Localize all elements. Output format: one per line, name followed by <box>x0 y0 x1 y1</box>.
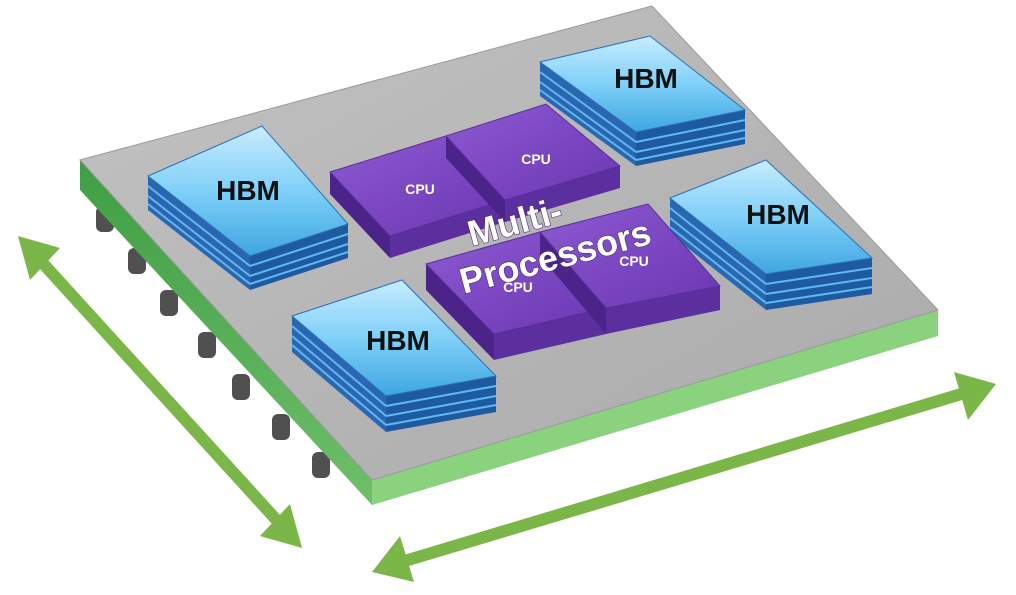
dimension-arrow-left <box>18 236 302 548</box>
cpu-die-bottom-right: CPU <box>539 203 721 334</box>
hbm-label: HBM <box>614 63 678 94</box>
hbm-label: HBM <box>216 175 280 206</box>
substrate-front-side <box>372 310 938 505</box>
cpu-label: CPU <box>619 253 649 269</box>
cpu-label: CPU <box>521 151 551 167</box>
cpu-label: CPU <box>405 181 435 197</box>
hbm-stack-bottom-left: HBM <box>290 279 498 432</box>
cpu-die-top-right: CPU <box>445 103 622 222</box>
dimension-arrow-bottom <box>372 372 996 582</box>
solder-balls <box>96 206 330 478</box>
hbm-label: HBM <box>366 325 430 356</box>
hbm-stack-top-right: HBM <box>538 35 747 166</box>
hbm-stack-top-left: HBM <box>147 125 349 290</box>
hbm-stack-right: HBM <box>669 159 874 310</box>
hbm-label: HBM <box>746 199 810 230</box>
cpu-die-bottom-left: CPU <box>425 231 607 360</box>
cpu-label: CPU <box>503 279 533 295</box>
substrate-left-side <box>80 160 372 505</box>
